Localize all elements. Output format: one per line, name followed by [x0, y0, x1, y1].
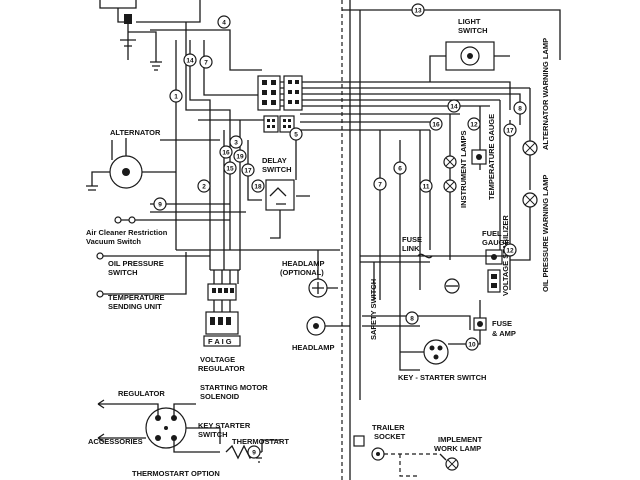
implement-work-lamp: IMPLEMENT WORK LAMP — [434, 435, 483, 471]
svg-text:14: 14 — [186, 58, 194, 65]
svg-text:13: 13 — [414, 8, 422, 15]
delay-switch: DELAY SWITCH — [262, 156, 295, 239]
svg-text:7: 7 — [378, 182, 382, 189]
svg-text:16: 16 — [222, 150, 230, 157]
safety-switch: SAFETY SWITCH — [369, 262, 378, 340]
connector-block-mid — [263, 115, 295, 133]
svg-text:F A I G: F A I G — [208, 337, 232, 346]
svg-text:11: 11 — [423, 184, 430, 191]
svg-text:VOLTAGE: VOLTAGE — [200, 355, 235, 364]
svg-text:IMPLEMENT: IMPLEMENT — [438, 435, 483, 444]
key-starter-switch-bottom: REGULATOR STARTING MOTOR SOLENOID ACCESS… — [88, 383, 268, 453]
svg-text:STARTING MOTOR: STARTING MOTOR — [200, 383, 268, 392]
temperature-sending-unit: TEMPERATURE SENDING UNIT — [96, 252, 187, 311]
svg-text:14: 14 — [450, 104, 458, 111]
svg-text:18: 18 — [254, 184, 262, 191]
svg-text:Air Cleaner Restriction: Air Cleaner Restriction — [86, 228, 168, 237]
svg-text:OIL PRESSURE WARNING LAMP: OIL PRESSURE WARNING LAMP — [541, 175, 550, 292]
svg-text:SWITCH: SWITCH — [108, 268, 138, 277]
oil-pressure-warning-lamp: OIL PRESSURE WARNING LAMP — [510, 175, 550, 292]
battery — [444, 278, 460, 294]
svg-text:10: 10 — [468, 342, 476, 349]
svg-text:9: 9 — [252, 450, 256, 457]
svg-text:KEY - STARTER SWITCH: KEY - STARTER SWITCH — [398, 373, 486, 382]
svg-text:TEMPERATURE GAUGE: TEMPERATURE GAUGE — [487, 114, 496, 200]
air-cleaner-vacuum-switch: Air Cleaner Restriction Vacuum Switch — [86, 216, 230, 246]
light-switch: LIGHT SWITCH — [429, 17, 510, 82]
svg-text:ALTERNATOR WARNING LAMP: ALTERNATOR WARNING LAMP — [541, 38, 550, 150]
trailer-socket: TRAILER SOCKET — [353, 423, 440, 477]
svg-text:15: 15 — [226, 166, 234, 173]
svg-text:8: 8 — [518, 106, 522, 113]
svg-text:SWITCH: SWITCH — [198, 430, 228, 439]
svg-text:GAUGE: GAUGE — [482, 238, 510, 247]
svg-text:1: 1 — [174, 94, 178, 101]
voltage-stabilizer: VOLTAGE STABILIZER — [487, 215, 510, 296]
fuel-gauge: FUEL GAUGE — [482, 229, 510, 265]
svg-text:REGULATOR: REGULATOR — [118, 389, 165, 398]
svg-text:HEADLAMP: HEADLAMP — [292, 343, 335, 352]
svg-text:& AMP: & AMP — [492, 329, 516, 338]
svg-text:12: 12 — [470, 122, 478, 129]
svg-text:4: 4 — [222, 20, 226, 27]
oil-pressure-switch: OIL PRESSURE SWITCH — [96, 252, 210, 277]
svg-text:INSTRUMENT LAMPS: INSTRUMENT LAMPS — [459, 131, 468, 209]
svg-text:Vacuum Switch: Vacuum Switch — [86, 237, 141, 246]
svg-text:(OPTIONAL): (OPTIONAL) — [280, 268, 324, 277]
svg-text:ALTERNATOR: ALTERNATOR — [110, 128, 161, 137]
svg-text:TRAILER: TRAILER — [372, 423, 405, 432]
fuse-amp: FUSE & AMP — [470, 300, 516, 345]
svg-text:HEADLAMP: HEADLAMP — [282, 259, 325, 268]
svg-text:OIL PRESSURE: OIL PRESSURE — [108, 259, 164, 268]
svg-text:SOCKET: SOCKET — [374, 432, 406, 441]
wire-number-markers: 4 14 7 1 13 14 8 16 12 17 6 11 7 12 3 16… — [153, 3, 527, 459]
svg-text:ACCESSORIES: ACCESSORIES — [88, 437, 143, 446]
svg-text:SENDING UNIT: SENDING UNIT — [108, 302, 162, 311]
instrument-lamps: INSTRUMENT LAMPS — [443, 131, 468, 209]
headlamp-optional: HEADLAMP (OPTIONAL) — [280, 250, 338, 298]
voltage-regulator: F A I G VOLTAGE REGULATOR — [198, 311, 245, 373]
svg-text:17: 17 — [244, 168, 252, 175]
svg-text:7: 7 — [204, 60, 208, 67]
svg-text:19: 19 — [236, 154, 244, 161]
svg-text:FUSE: FUSE — [492, 319, 512, 328]
temperature-gauge: TEMPERATURE GAUGE — [471, 114, 496, 200]
fuse-link: FUSE LINK — [402, 235, 433, 259]
svg-text:DELAY: DELAY — [262, 156, 287, 165]
svg-text:3: 3 — [234, 140, 238, 147]
svg-text:SOLENOID: SOLENOID — [200, 392, 240, 401]
svg-text:TEMPERATURE: TEMPERATURE — [108, 293, 165, 302]
svg-text:VOLTAGE STABILIZER: VOLTAGE STABILIZER — [501, 215, 510, 296]
svg-text:LINK: LINK — [402, 244, 420, 253]
regulator-connector — [207, 283, 237, 301]
svg-text:16: 16 — [432, 122, 440, 129]
svg-text:WORK LAMP: WORK LAMP — [434, 444, 481, 453]
svg-text:REGULATOR: REGULATOR — [198, 364, 245, 373]
svg-text:FUSE: FUSE — [402, 235, 422, 244]
svg-text:17: 17 — [506, 128, 514, 135]
svg-text:SWITCH: SWITCH — [458, 26, 488, 35]
svg-text:SAFETY SWITCH: SAFETY SWITCH — [369, 279, 378, 340]
svg-text:THERMOSTART OPTION: THERMOSTART OPTION — [132, 469, 220, 478]
svg-text:LIGHT: LIGHT — [458, 17, 481, 26]
key-starter-switch: KEY - STARTER SWITCH — [398, 339, 486, 382]
connector-block-top — [257, 75, 303, 111]
top-left-cluster — [99, 0, 262, 71]
svg-text:8: 8 — [410, 316, 414, 323]
svg-text:9: 9 — [158, 202, 162, 209]
svg-text:FUEL: FUEL — [482, 229, 502, 238]
svg-text:SWITCH: SWITCH — [262, 165, 292, 174]
alternator: ALTERNATOR — [86, 128, 176, 191]
alternator-warning-lamp: ALTERNATOR WARNING LAMP — [522, 38, 550, 190]
headlamp: HEADLAMP — [292, 316, 350, 352]
svg-text:THERMOSTART: THERMOSTART — [232, 437, 289, 446]
svg-text:12: 12 — [506, 248, 514, 255]
svg-text:6: 6 — [398, 166, 402, 173]
svg-text:2: 2 — [202, 184, 206, 191]
svg-text:5: 5 — [294, 132, 298, 139]
svg-text:KEY STARTER: KEY STARTER — [198, 421, 251, 430]
